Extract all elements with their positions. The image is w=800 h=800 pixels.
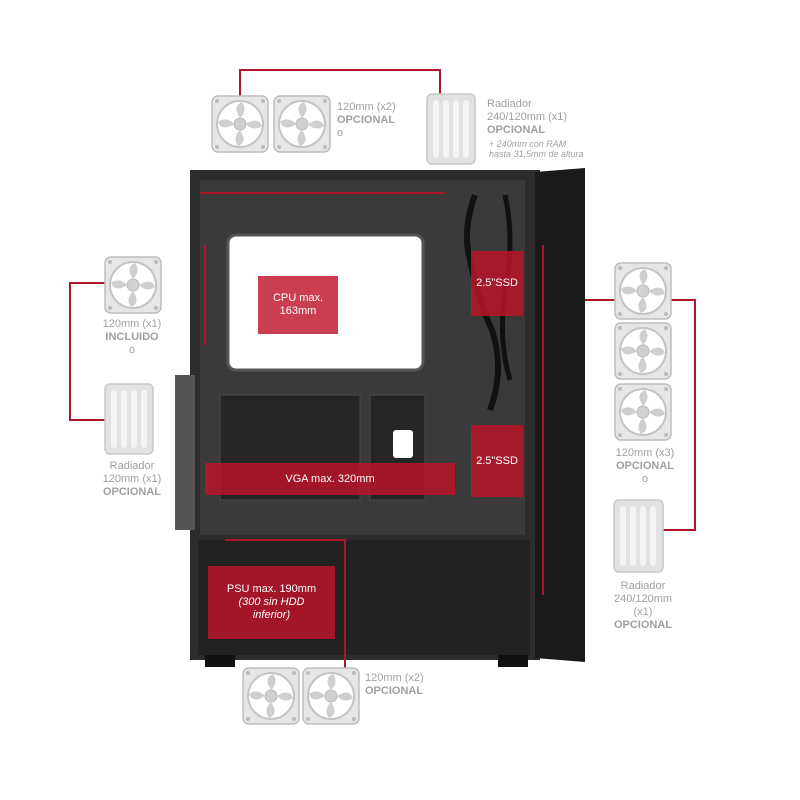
top-fans-size: 120mm (x2) [337, 101, 396, 113]
top-fans-or: o [337, 127, 344, 139]
psu-label-line1: PSU max. 190mm [226, 583, 317, 595]
rear-fan-icon [104, 256, 162, 314]
cpu-label-line1: CPU max. [272, 292, 324, 304]
front-fan-icon [614, 383, 672, 441]
top-radiator-status: OPCIONAL [487, 124, 546, 136]
psu-label-line3: inferior) [252, 609, 291, 621]
front-radiator-icon [613, 499, 664, 573]
ssd-top-label: 2.5"SSD [476, 277, 518, 289]
top-fans-label: 120mm (x2) OPCIONAL o [337, 101, 422, 140]
connector-lines [69, 69, 696, 668]
top-radiator-size: 240/120mm (x1) [487, 111, 568, 123]
rear-fan-or: o [128, 344, 136, 356]
top-radiator-note-line1: + 240mm con RAM [489, 139, 567, 149]
cpu-label-line2: 163mm [279, 305, 317, 317]
top-fan-icon [211, 95, 269, 153]
ssd-bottom-label: 2.5"SSD [476, 454, 518, 467]
rear-radiator-status: OPCIONAL [102, 486, 162, 498]
psu-label-line2: (300 sin HDD [238, 596, 305, 608]
psu-clearance-box: PSU max. 190mm (300 sin HDD inferior) [208, 566, 335, 639]
rear-fan-status: INCLUIDO [105, 331, 159, 343]
top-radiator-label: Radiador 240/120mm (x1) OPCIONAL [487, 98, 612, 137]
bottom-fans-status: OPCIONAL [365, 685, 424, 697]
top-fans-status: OPCIONAL [337, 114, 396, 126]
bottom-fan-icon [242, 667, 300, 725]
ssd-bottom-box: 2.5"SSD [471, 425, 523, 497]
rear-radiator-title: Radiador [109, 460, 155, 472]
front-fans-size: 120mm (x3) [615, 447, 675, 459]
front-radiator-title: Radiador [620, 580, 666, 592]
bottom-fans-size: 120mm (x2) [365, 672, 424, 684]
rear-radiator-size: 120mm (x1) [102, 473, 162, 485]
bottom-fans-label: 120mm (x2) OPCIONAL [365, 672, 455, 698]
front-radiator-status: OPCIONAL [613, 619, 673, 631]
front-fans-label: 120mm (x3) OPCIONAL o [600, 447, 690, 486]
front-radiator-label: Radiador 240/120mm (x1) OPCIONAL [598, 580, 688, 632]
vga-label: VGA max. 320mm [285, 472, 375, 485]
rear-fan-label: 120mm (x1) INCLUIDO o [92, 318, 172, 357]
rear-radiator-label: Radiador 120mm (x1) OPCIONAL [92, 460, 172, 499]
rear-radiator-icon [104, 383, 154, 455]
cpu-clearance-box: CPU max. 163mm [258, 276, 338, 334]
front-fan-icon [614, 322, 672, 380]
vga-clearance-box: VGA max. 320mm [205, 463, 455, 495]
front-radiator-size-line1: 240/120mm [613, 593, 673, 605]
top-radiator-note: + 240mm con RAM hasta 31,5mm de altura [489, 139, 629, 159]
front-fans-status: OPCIONAL [615, 460, 675, 472]
top-radiator-title: Radiador [487, 98, 532, 110]
bottom-fan-icon [302, 667, 360, 725]
top-radiator-icon [426, 93, 476, 165]
top-fan-icon [273, 95, 331, 153]
front-fan-icon [614, 262, 672, 320]
rear-fan-size: 120mm (x1) [102, 318, 162, 330]
top-radiator-note-line2: hasta 31,5mm de altura [489, 149, 584, 159]
ssd-top-box: 2.5"SSD [471, 251, 523, 316]
front-fans-or: o [641, 473, 649, 485]
front-radiator-size-line2: (x1) [633, 606, 653, 618]
